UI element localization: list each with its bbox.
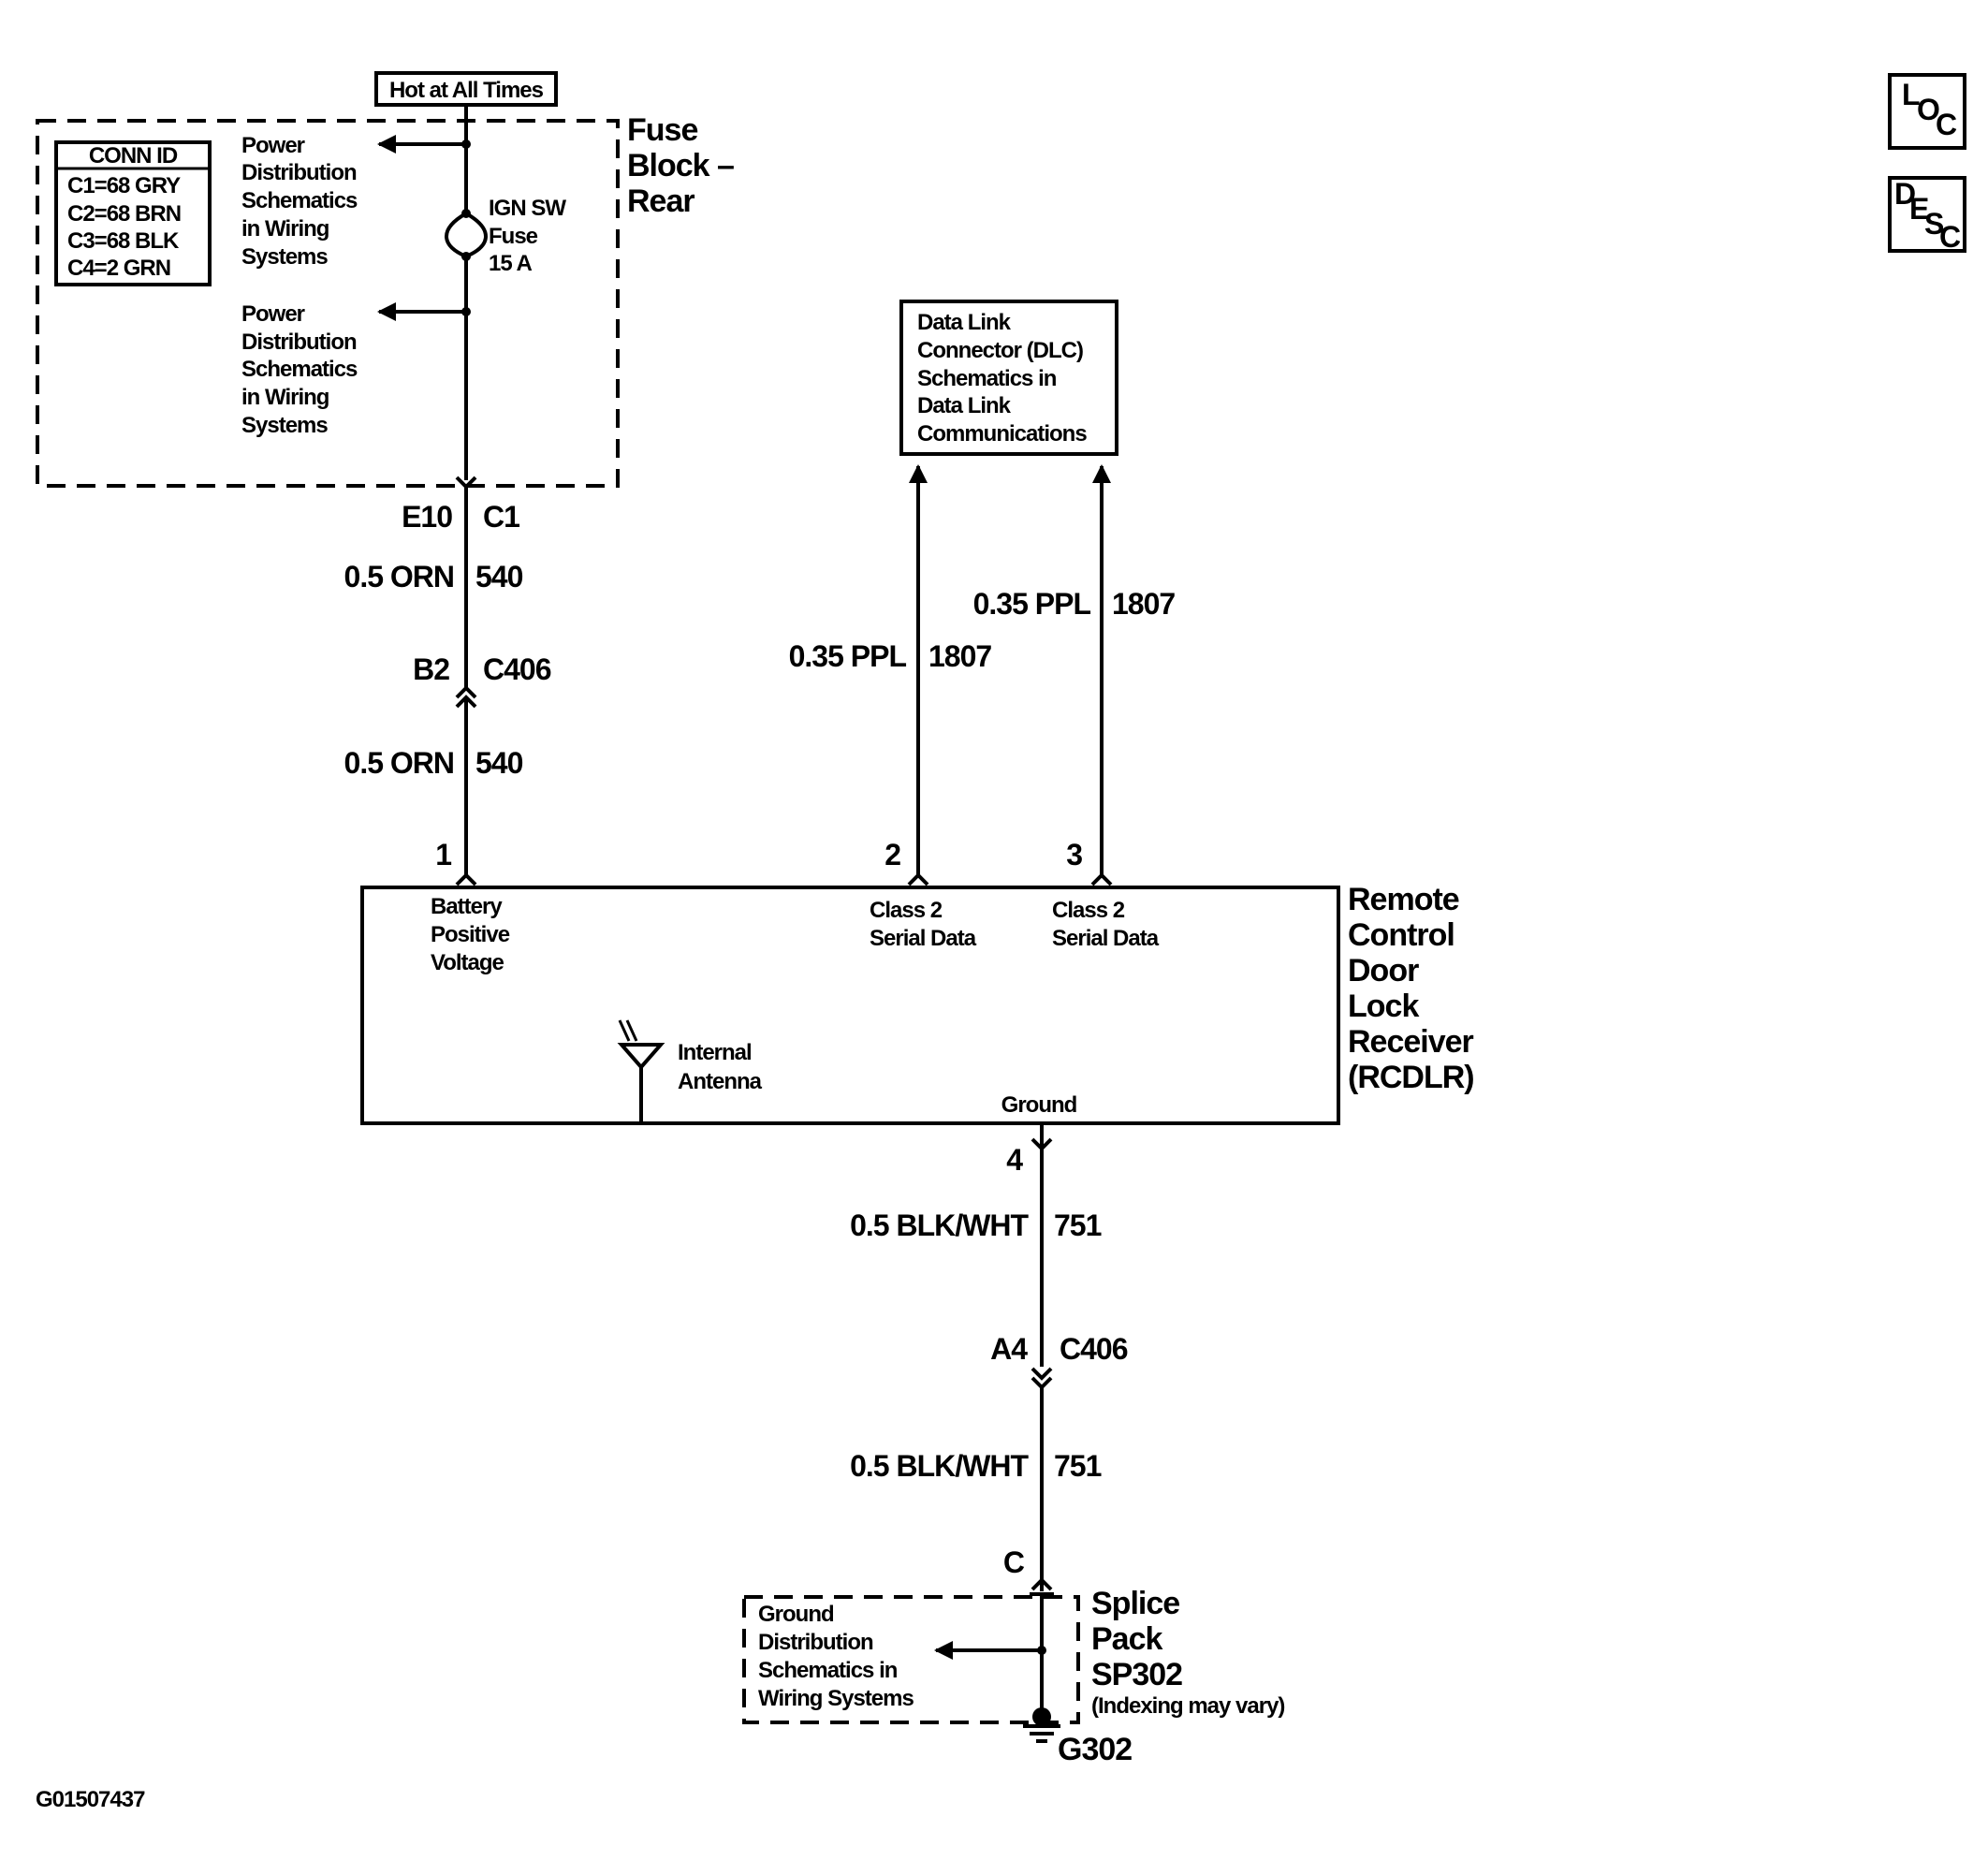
wire-gauge-color: 0.5 BLK/WHT — [850, 1208, 1029, 1242]
splice-pack-sp302: Ground Distribution Schematics in Wiring… — [742, 1586, 1285, 1724]
svg-text:L: L — [1902, 78, 1920, 111]
wire-circuit-number: 751 — [1054, 1449, 1102, 1483]
conn-id-header: CONN ID — [89, 143, 178, 168]
pin-1-terminal — [455, 872, 477, 886]
connector-c406-label: C406 — [483, 652, 551, 686]
wire-circuit-number: 751 — [1054, 1208, 1102, 1242]
pin-label: Ground — [1001, 1092, 1077, 1118]
pin-number: 3 — [1066, 838, 1082, 871]
hot-at-all-times-label: Hot at All Times — [389, 78, 544, 103]
figure-id: G01507437 — [36, 1787, 145, 1812]
conn-id-row: C4=2 GRN — [67, 256, 170, 281]
svg-text:Data Link Connector (DLC: Data Link Connector (DLC) Schematics in … — [917, 310, 1089, 447]
loc-nav-icon[interactable]: L O C — [1888, 73, 1966, 150]
connector-c406-lower-symbol — [1031, 1367, 1053, 1381]
rcdlr-outline — [360, 886, 1340, 1125]
fuse-block-outline — [36, 119, 620, 488]
pin-label: Class 2 Serial Data — [870, 898, 977, 951]
svg-text:D: D — [1894, 177, 1915, 211]
circuit-1807-right: 0.35 PPL 1807 — [973, 464, 1176, 875]
pin-2-terminal — [907, 872, 929, 886]
junction-dot — [1037, 1646, 1046, 1655]
antenna-label: Internal Antenna — [678, 1040, 763, 1094]
ground-distribution-ref: Ground Distribution Schematics in Wiring… — [758, 1602, 914, 1711]
splice-terminal-label: C — [1003, 1545, 1025, 1579]
svg-text:E: E — [1909, 192, 1929, 226]
connector-e10-label: E10 — [402, 500, 452, 534]
pin-number: 2 — [884, 838, 900, 871]
splice-pack-title: Splice Pack SP302 — [1091, 1586, 1188, 1692]
ground-label: G302 — [1058, 1732, 1132, 1767]
splice-pack-note: (Indexing may vary) — [1091, 1693, 1284, 1719]
svg-text:O: O — [1917, 93, 1939, 126]
wire-gauge-color: 0.5 ORN — [344, 560, 454, 593]
ign-sw-fuse-symbol — [445, 212, 488, 259]
ground-g302: G302 — [1023, 1707, 1133, 1767]
splice-terminal-c — [1031, 1577, 1053, 1591]
wire-gauge-color: 0.35 PPL — [789, 639, 907, 673]
fuse-block-title: Fuse Block – Rear — [627, 112, 741, 219]
connector-a4-label: A4 — [990, 1332, 1028, 1366]
circuit-1807-left: 0.35 PPL 1807 — [789, 464, 992, 875]
conn-id-table: CONN ID C1=68 GRY C2=68 BRN C3=68 BLK C4… — [54, 140, 212, 286]
rcdlr-module: Remote Control Door Lock Receiver (RCDLR… — [360, 838, 1481, 1125]
antenna-icon — [617, 1019, 665, 1123]
wire-gauge-color: 0.5 BLK/WHT — [850, 1449, 1029, 1483]
svg-text:C: C — [1936, 108, 1957, 141]
connector-b2-label: B2 — [413, 652, 449, 686]
conn-id-row: C2=68 BRN — [67, 201, 181, 227]
wire-gauge-color: 0.35 PPL — [973, 587, 1091, 621]
connector-c406-label: C406 — [1060, 1332, 1128, 1366]
power-distribution-ref-2: Power Distribution Schematics in Wiring … — [241, 301, 362, 438]
pin-number: 4 — [1006, 1143, 1023, 1177]
wire-circuit-number: 1807 — [928, 639, 991, 673]
pin-label: Battery Positive Voltage — [431, 894, 515, 975]
desc-nav-icon[interactable]: D E S C — [1888, 176, 1966, 254]
power-distribution-ref-1: Power Distribution Schematics in Wiring … — [241, 133, 362, 270]
conn-id-row: C1=68 GRY — [67, 173, 181, 198]
splice-pack-outline — [742, 1595, 1080, 1724]
ign-sw-fuse-label: IGN SW Fuse 15 A — [489, 196, 571, 276]
wire-circuit-number: 540 — [475, 746, 523, 780]
pin-number: 1 — [435, 838, 451, 871]
dlc-reference-box: Data Link Connector (DLC) Schematics in … — [899, 300, 1118, 456]
svg-text:S: S — [1924, 207, 1944, 241]
rcdlr-title: Remote Control Door Lock Receiver (RCDLR… — [1348, 882, 1481, 1095]
wire-circuit-number: 540 — [475, 560, 523, 593]
svg-text:C: C — [1939, 220, 1961, 254]
circuit-751: 4 0.5 BLK/WHT 751 A4 C406 0.5 BLK/WHT 75… — [850, 1123, 1129, 1591]
wire-gauge-color: 0.5 ORN — [344, 746, 454, 780]
junction-dot — [461, 307, 471, 316]
connector-c1-label: C1 — [483, 500, 519, 534]
ground-point — [1032, 1707, 1051, 1726]
conn-id-row: C3=68 BLK — [67, 228, 180, 254]
fuse-block-rear: Fuse Block – Rear Hot at All Times CONN … — [36, 71, 741, 488]
pin-3-terminal — [1090, 872, 1113, 886]
wire-circuit-number: 1807 — [1112, 587, 1175, 621]
pin-label: Class 2 Serial Data — [1052, 898, 1160, 951]
circuit-540: E10 C1 0.5 ORN 540 B2 C406 0.5 ORN 540 — [344, 476, 552, 875]
connector-c406-symbol — [455, 685, 477, 699]
